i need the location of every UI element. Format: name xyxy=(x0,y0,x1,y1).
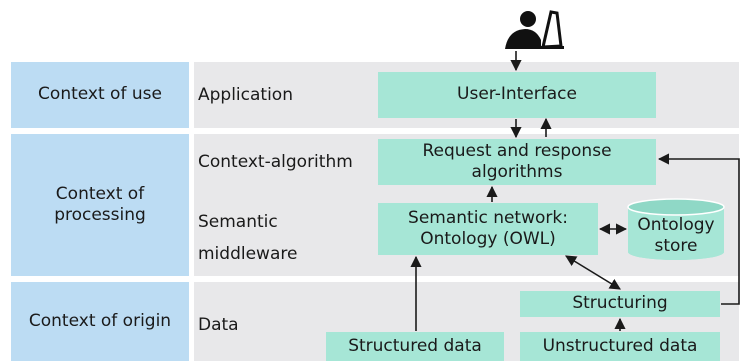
layer-label-semantic-middleware: Semantic middleware xyxy=(198,212,298,264)
context-of-processing-label: Context of processing xyxy=(11,134,189,276)
unstructured-data-box: Unstructured data xyxy=(520,332,720,361)
user-interface-box: User-Interface xyxy=(378,72,656,118)
context-of-use-label: Context of use xyxy=(11,62,189,128)
user-at-computer-icon xyxy=(505,10,564,49)
structured-data-box: Structured data xyxy=(326,332,504,361)
request-response-algorithms-box: Request and response algorithms xyxy=(378,139,656,185)
structuring-box: Structuring xyxy=(520,291,720,317)
layer-label-data: Data xyxy=(198,315,239,335)
semantic-network-box: Semantic network: Ontology (OWL) xyxy=(378,203,598,255)
ontology-store-label: Ontology store xyxy=(637,214,715,256)
layer-label-application: Application xyxy=(198,85,293,105)
layer-label-context-algorithm: Context-algorithm xyxy=(198,152,353,172)
context-of-origin-label: Context of origin xyxy=(11,282,189,361)
